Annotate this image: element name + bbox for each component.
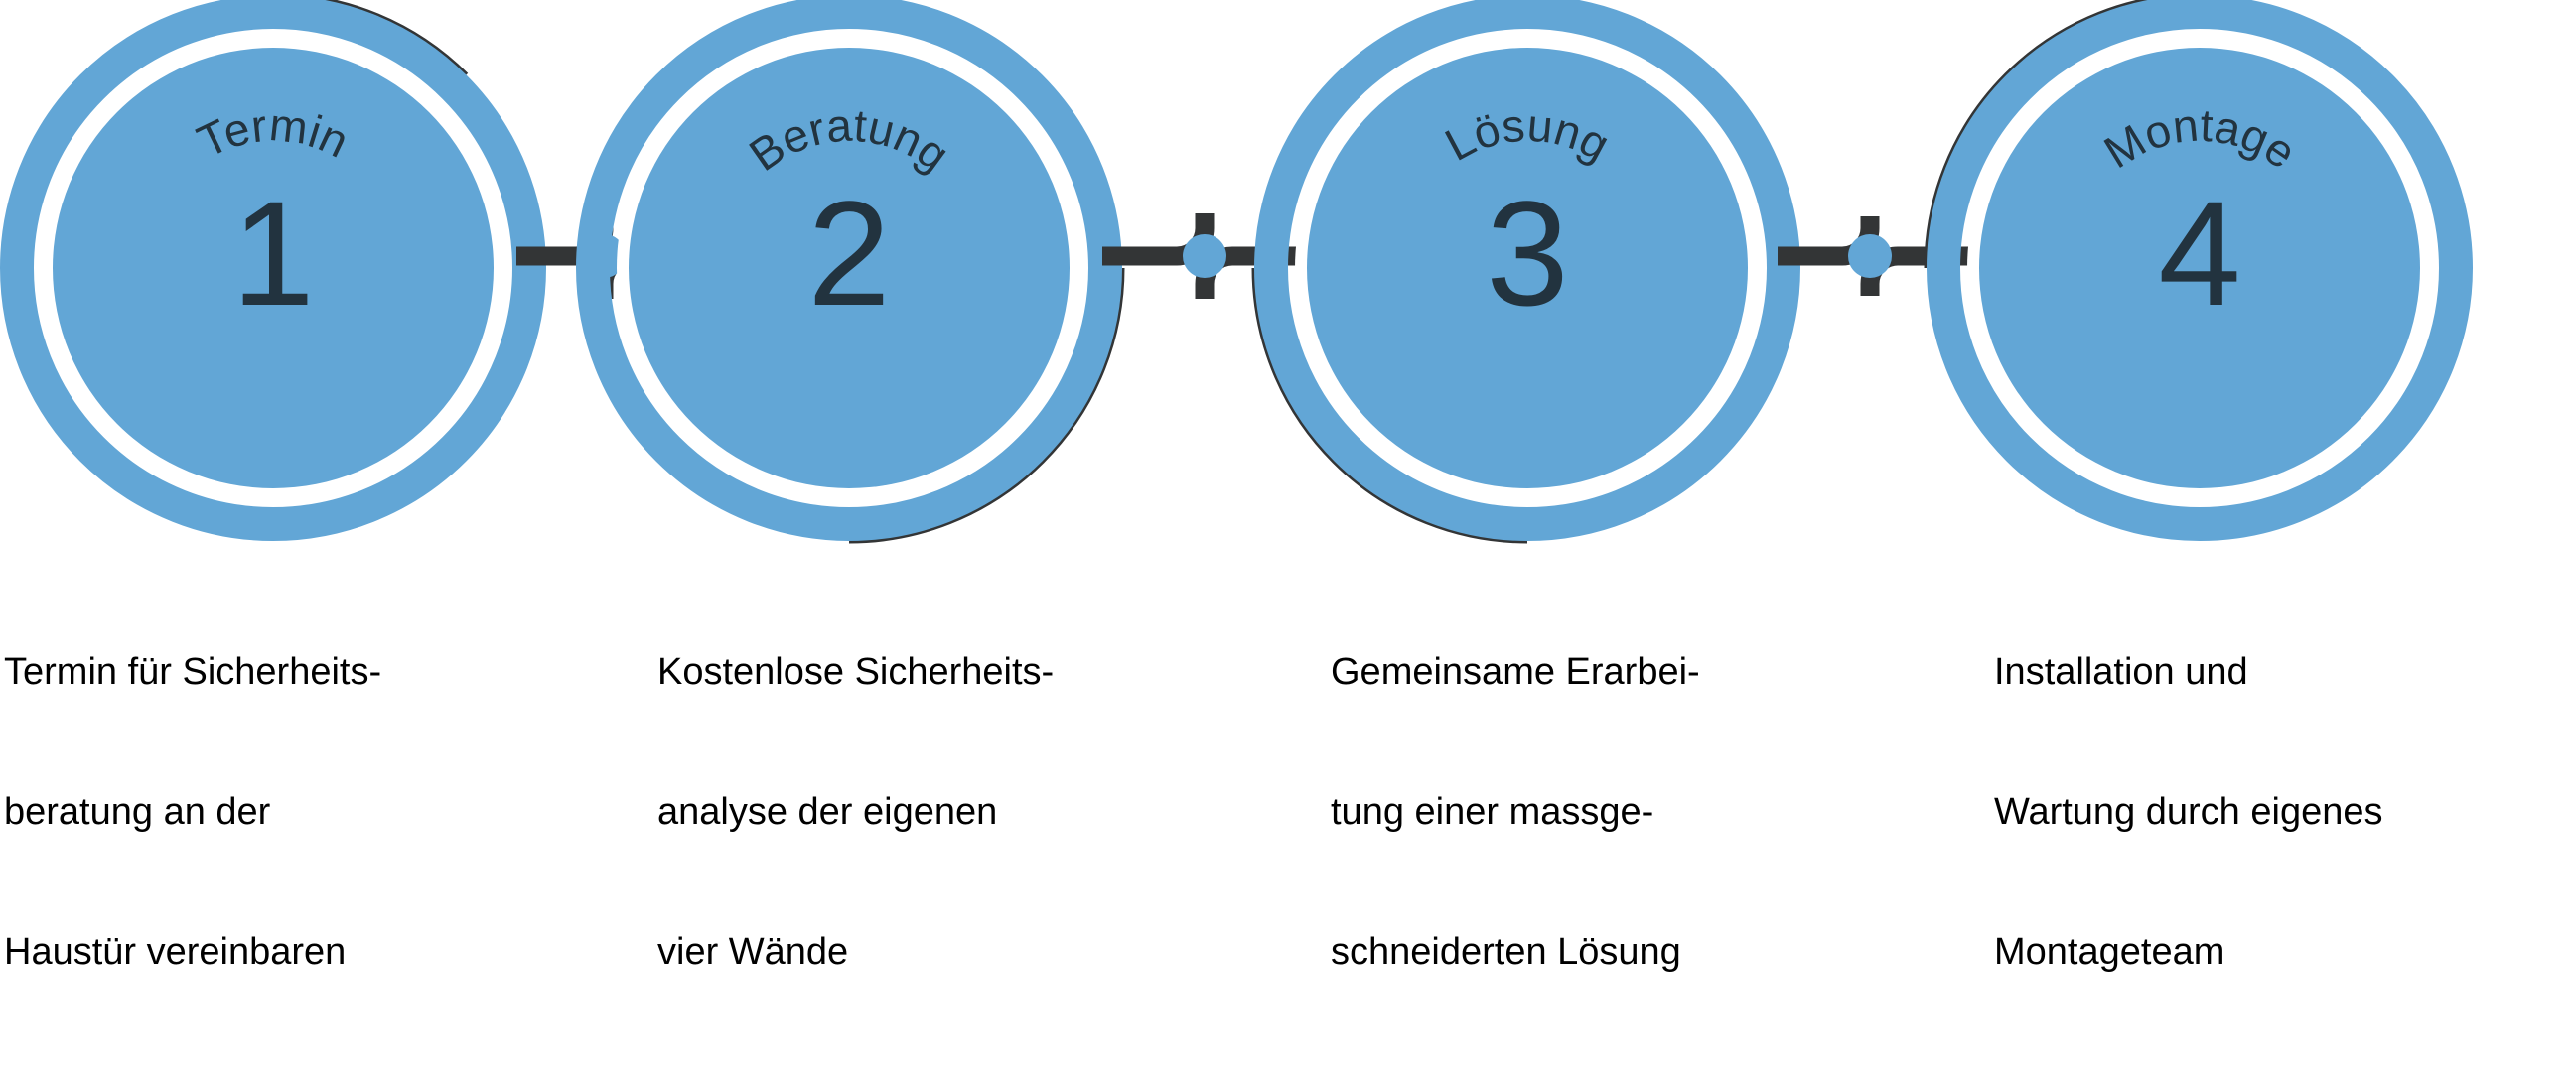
- step-circle-1[interactable]: Termin: [0, 0, 546, 541]
- step-4-inner-disc: [1979, 48, 2420, 488]
- step-1-caption-line-1: Termin für Sicherheits-: [4, 651, 382, 693]
- step-2-caption-line-2: analyse der eigenen: [657, 791, 998, 833]
- connector-2-3-dot: [1183, 234, 1226, 278]
- step-3-inner-disc: [1307, 48, 1748, 488]
- step-2-inner-disc: [629, 48, 1070, 488]
- step-4-caption: Installation und Wartung durch eigenes M…: [1994, 556, 2383, 1069]
- step-2-caption: Kostenlose Sicherheits- analyse der eige…: [657, 556, 1054, 1069]
- step-4-caption-line-3: Montageteam: [1994, 931, 2225, 973]
- step-1-inner-disc: [53, 48, 494, 488]
- step-1-caption-line-2: beratung an der: [4, 791, 271, 833]
- step-3-caption-line-1: Gemeinsame Erarbei-: [1331, 651, 1700, 693]
- step-3-number: 3: [1486, 170, 1569, 337]
- step-4-outer-ring: [1927, 0, 2473, 541]
- step-3-outer-ring: [1254, 0, 1800, 541]
- step-2-caption-line-3: vier Wände: [657, 931, 849, 973]
- step-circle-4[interactable]: Montage: [1924, 0, 2473, 541]
- step-2-number: 2: [807, 170, 891, 337]
- step-4-caption-line-2: Wartung durch eigenes: [1994, 791, 2383, 833]
- connector-2-3: [1102, 213, 1365, 299]
- step-circle-3[interactable]: Lösung: [1251, 0, 1800, 544]
- step-1-number: 1: [231, 170, 315, 337]
- step-3-caption-line-3: schneiderten Lösung: [1331, 931, 1681, 973]
- step-2-outer-ring: [576, 0, 1122, 541]
- step-2-caption-line-1: Kostenlose Sicherheits-: [657, 651, 1055, 693]
- step-1-outer-ring: [0, 0, 546, 541]
- step-1-caption-line-3: Haustür vereinbaren: [4, 931, 347, 973]
- step-3-caption-line-2: tung einer massge-: [1331, 791, 1654, 833]
- step-1-caption: Termin für Sicherheits- beratung an der …: [4, 556, 381, 1069]
- connector-3-4: [1778, 216, 1996, 296]
- step-circle-2[interactable]: Beratung: [576, 0, 1125, 544]
- step-4-number: 4: [2158, 170, 2241, 337]
- step-4-caption-line-1: Installation und: [1994, 651, 2248, 693]
- step-3-caption: Gemeinsame Erarbei- tung einer massge- s…: [1331, 556, 1700, 1069]
- connector-3-4-dot: [1848, 234, 1892, 278]
